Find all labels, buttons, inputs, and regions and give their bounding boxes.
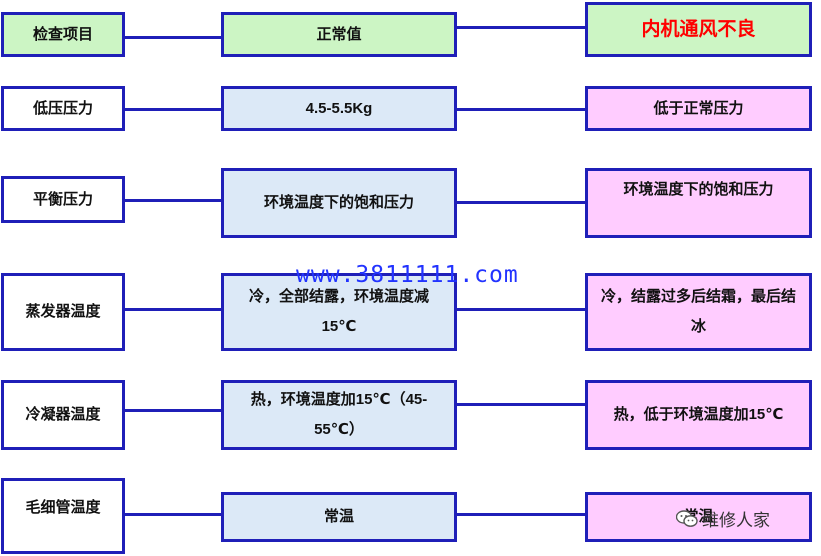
- normal-value: 热，环境温度加15℃（45-55℃）: [250, 391, 428, 438]
- normal-cell-condenser-temp: 热，环境温度加15℃（45-55℃）: [221, 380, 457, 450]
- connector-line: [124, 513, 222, 516]
- wechat-account-name: 维修人家: [702, 511, 770, 531]
- wechat-badge: 维修人家: [675, 506, 770, 531]
- header-item-label: 检查项目: [32, 25, 93, 43]
- normal-cell-evaporator-temp: 冷，全部结露，环境温度减15℃: [221, 273, 457, 351]
- item-label: 毛细管温度: [25, 499, 101, 516]
- connector-line: [124, 199, 222, 202]
- normal-cell-low-pressure: 4.5-5.5Kg: [221, 86, 457, 131]
- wechat-icon: [675, 509, 698, 528]
- fault-value: 热，低于环境温度加15℃: [613, 406, 784, 423]
- item-cell-capillary-temp: 毛细管温度: [1, 478, 125, 554]
- connector-line: [456, 26, 586, 29]
- header-item-cell: 检查项目: [1, 12, 125, 57]
- fault-cell-condenser-temp: 热，低于环境温度加15℃: [585, 380, 812, 450]
- item-cell-condenser-temp: 冷凝器温度: [1, 380, 125, 450]
- fault-title: 内机通风不良: [641, 18, 756, 40]
- fault-value: 冷，结露过多后结霜，最后结冰: [600, 288, 796, 335]
- connector-line: [456, 201, 586, 204]
- item-label: 蒸发器温度: [25, 303, 101, 320]
- connector-line: [124, 108, 222, 111]
- connector-line: [456, 308, 586, 311]
- fault-value: 低于正常压力: [653, 99, 744, 117]
- normal-value: 4.5-5.5Kg: [305, 99, 373, 117]
- fault-cell-low-pressure: 低于正常压力: [585, 86, 812, 131]
- connector-line: [124, 308, 222, 311]
- connector-line: [456, 108, 586, 111]
- fault-value: 环境温度下的饱和压力: [623, 181, 774, 198]
- normal-value: 环境温度下的饱和压力: [263, 194, 414, 211]
- normal-cell-balance-pressure: 环境温度下的饱和压力: [221, 168, 457, 238]
- item-cell-balance-pressure: 平衡压力: [1, 176, 125, 223]
- item-label: 低压压力: [32, 99, 93, 117]
- fault-cell-evaporator-temp: 冷，结露过多后结霜，最后结冰: [585, 273, 812, 351]
- normal-cell-capillary-temp: 常温: [221, 492, 457, 542]
- fault-cell-capillary-temp: 常温: [585, 492, 812, 542]
- normal-value: 冷，全部结露，环境温度减15℃: [248, 288, 429, 335]
- normal-value: 常温: [323, 508, 354, 525]
- header-fault-cell: 内机通风不良: [585, 2, 812, 57]
- fault-cell-balance-pressure: 环境温度下的饱和压力: [585, 168, 812, 238]
- item-label: 平衡压力: [32, 190, 93, 208]
- header-normal-cell: 正常值: [221, 12, 457, 57]
- connector-line: [456, 513, 586, 516]
- connector-line: [124, 409, 222, 412]
- item-cell-evaporator-temp: 蒸发器温度: [1, 273, 125, 351]
- header-normal-label: 正常值: [316, 25, 362, 43]
- item-cell-low-pressure: 低压压力: [1, 86, 125, 131]
- connector-line: [456, 403, 586, 406]
- item-label: 冷凝器温度: [25, 406, 101, 423]
- watermark-url: www.3811111.com: [296, 262, 519, 288]
- connector-line: [124, 36, 222, 39]
